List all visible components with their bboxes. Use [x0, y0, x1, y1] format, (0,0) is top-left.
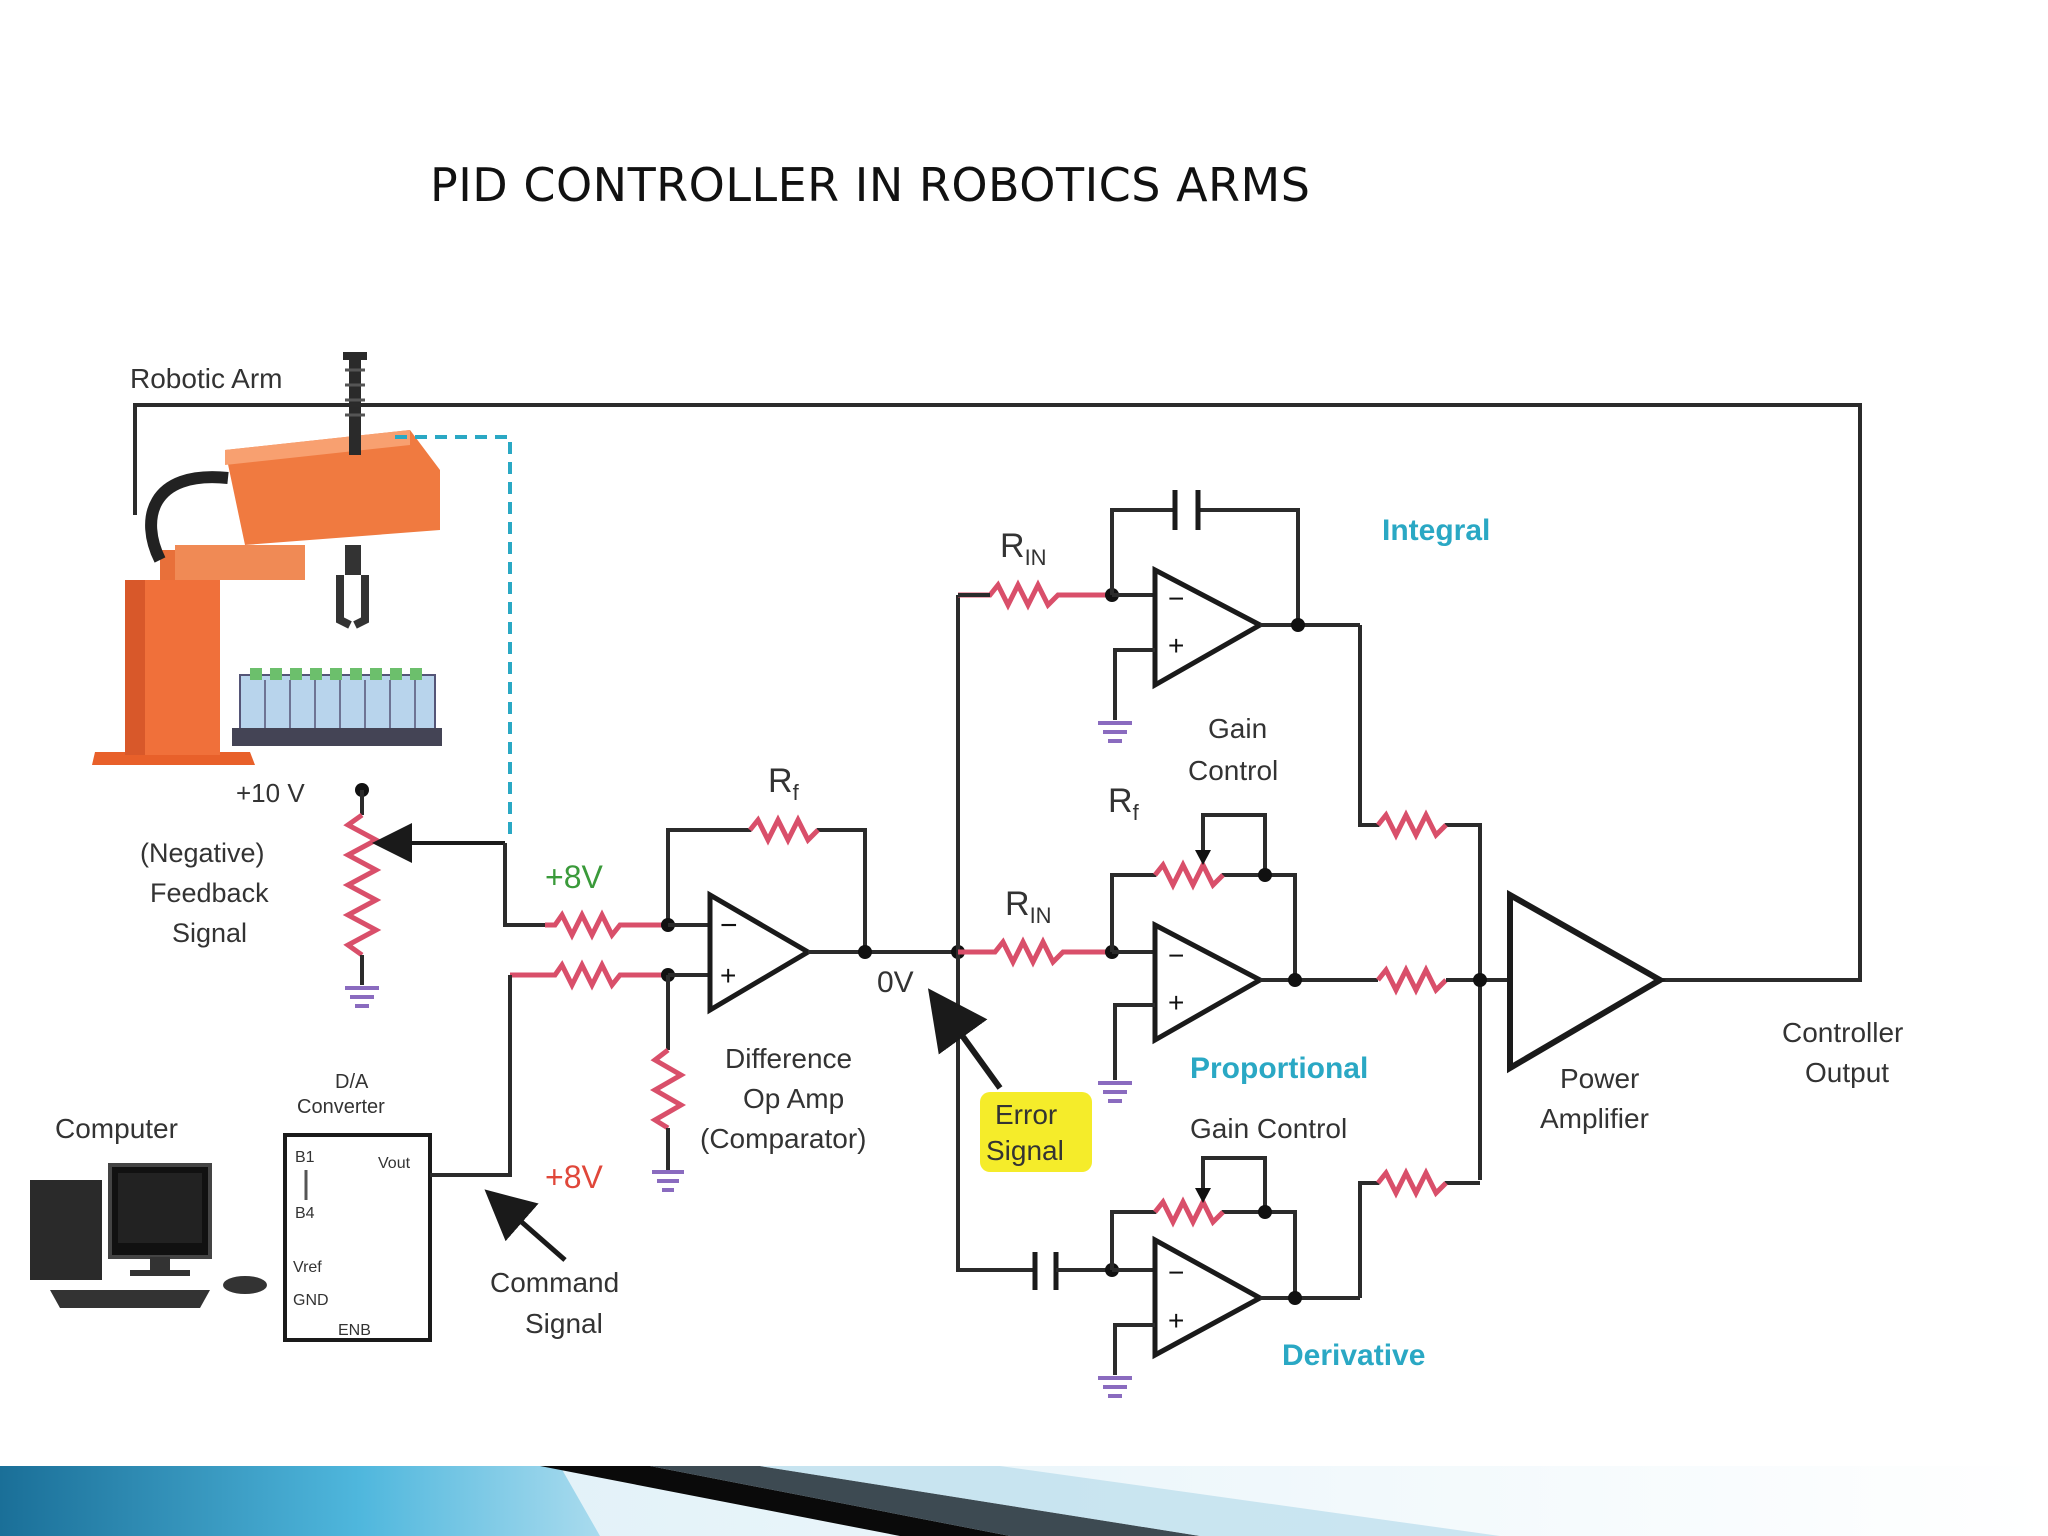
controller-line1: Controller: [1782, 1017, 1903, 1048]
plus8v-green-label: +8V: [545, 859, 603, 895]
rin-label-proportional: RIN: [1005, 885, 1052, 928]
integral-op-amp: [1152, 565, 1266, 690]
arm-sensor-link: [395, 435, 512, 835]
rin-resistor-proportional: [958, 936, 1112, 968]
command-line2: Signal: [525, 1308, 603, 1339]
power-line2: Amplifier: [1540, 1103, 1649, 1134]
ground-symbol-integral: [1098, 721, 1132, 743]
da-pin-vout: Vout: [378, 1155, 411, 1172]
robotic-arm-illustration: [92, 352, 442, 765]
zero-v-label: 0V: [877, 966, 914, 999]
plus8v-red-label: +8V: [545, 1159, 603, 1195]
da-pin-b1: B1: [295, 1149, 315, 1166]
error-line2: Signal: [986, 1135, 1064, 1166]
slide-title: PID CONTROLLER IN ROBOTICS ARMS: [430, 158, 1311, 212]
integral-label: Integral: [1382, 514, 1490, 547]
feedback-line1: (Negative): [140, 838, 265, 868]
svg-text:−: −: [720, 909, 738, 942]
svg-text:−: −: [1168, 940, 1184, 971]
sum-resistor-integral: [1376, 809, 1448, 841]
da-line1: D/A: [335, 1071, 369, 1093]
computer-illustration: [30, 1163, 267, 1308]
error-line1: Error: [995, 1099, 1057, 1130]
computer-label: Computer: [55, 1113, 178, 1144]
svg-text:+: +: [720, 960, 736, 991]
diff-line1: Difference: [725, 1043, 852, 1074]
svg-text:+: +: [1168, 630, 1184, 661]
proportional-op-amp: [1152, 920, 1266, 1045]
da-pin-b4: B4: [295, 1205, 315, 1222]
ground-symbol-proportional: [1098, 1081, 1132, 1103]
command-line1: Command: [490, 1267, 619, 1298]
rf-label-diff: Rf: [768, 762, 800, 805]
rin-label-integral: RIN: [1000, 527, 1047, 570]
diff-line3: (Comparator): [700, 1123, 866, 1154]
input-resistor-top: [545, 909, 665, 941]
gain-control-1: Gain: [1208, 713, 1267, 744]
gain-control-2: Control: [1188, 755, 1278, 786]
da-pin-vref: Vref: [293, 1259, 322, 1276]
input-resistor-bottom: [510, 959, 665, 991]
da-line2: Converter: [297, 1096, 385, 1118]
svg-text:+: +: [1168, 1305, 1184, 1336]
error-signal-highlight: [980, 1092, 1092, 1172]
command-signal-arrow: [484, 1189, 567, 1262]
ground-symbol-pot: [345, 986, 379, 1008]
da-converter-box: [283, 1133, 432, 1342]
feedback-line3: Signal: [172, 918, 247, 948]
rf-label-proportional: Rf: [1108, 782, 1140, 825]
da-pin-gnd: GND: [293, 1292, 329, 1309]
feedback-line2: Feedback: [150, 878, 269, 908]
plus10v-label: +10 V: [236, 778, 305, 808]
error-bus: [956, 595, 1025, 1272]
feedback-loop-wire: [133, 403, 1862, 982]
gain-control-3: Gain Control: [1190, 1113, 1347, 1144]
rin-resistor-integral: [958, 579, 1112, 611]
da-pin-enb: ENB: [338, 1322, 371, 1339]
bottom-decorative-band: [0, 1466, 2048, 1536]
sum-resistor-derivative: [1376, 1167, 1448, 1199]
potentiometer: [342, 812, 382, 958]
derivative-label: Derivative: [1282, 1339, 1425, 1372]
svg-text:−: −: [1168, 583, 1184, 614]
diff-line2: Op Amp: [743, 1083, 844, 1114]
sum-resistor-proportional: [1376, 964, 1448, 996]
ground-symbol-diff: [652, 1170, 684, 1192]
svg-text:+: +: [1168, 987, 1184, 1018]
rf-pot-proportional: [1153, 859, 1225, 891]
rf-resistor-diff: [748, 814, 820, 846]
ground-resistor: [649, 1048, 687, 1131]
derivative-op-amp: [1152, 1235, 1266, 1360]
difference-op-amp: [707, 890, 813, 1015]
controller-line2: Output: [1805, 1057, 1889, 1088]
power-amplifier: [1507, 889, 1667, 1074]
rf-pot-derivative: [1153, 1196, 1225, 1228]
ground-symbol-derivative: [1098, 1376, 1132, 1398]
power-line1: Power: [1560, 1063, 1639, 1094]
svg-text:−: −: [1168, 1257, 1184, 1288]
robotic-arm-label: Robotic Arm: [130, 363, 283, 394]
proportional-label: Proportional: [1190, 1052, 1368, 1085]
